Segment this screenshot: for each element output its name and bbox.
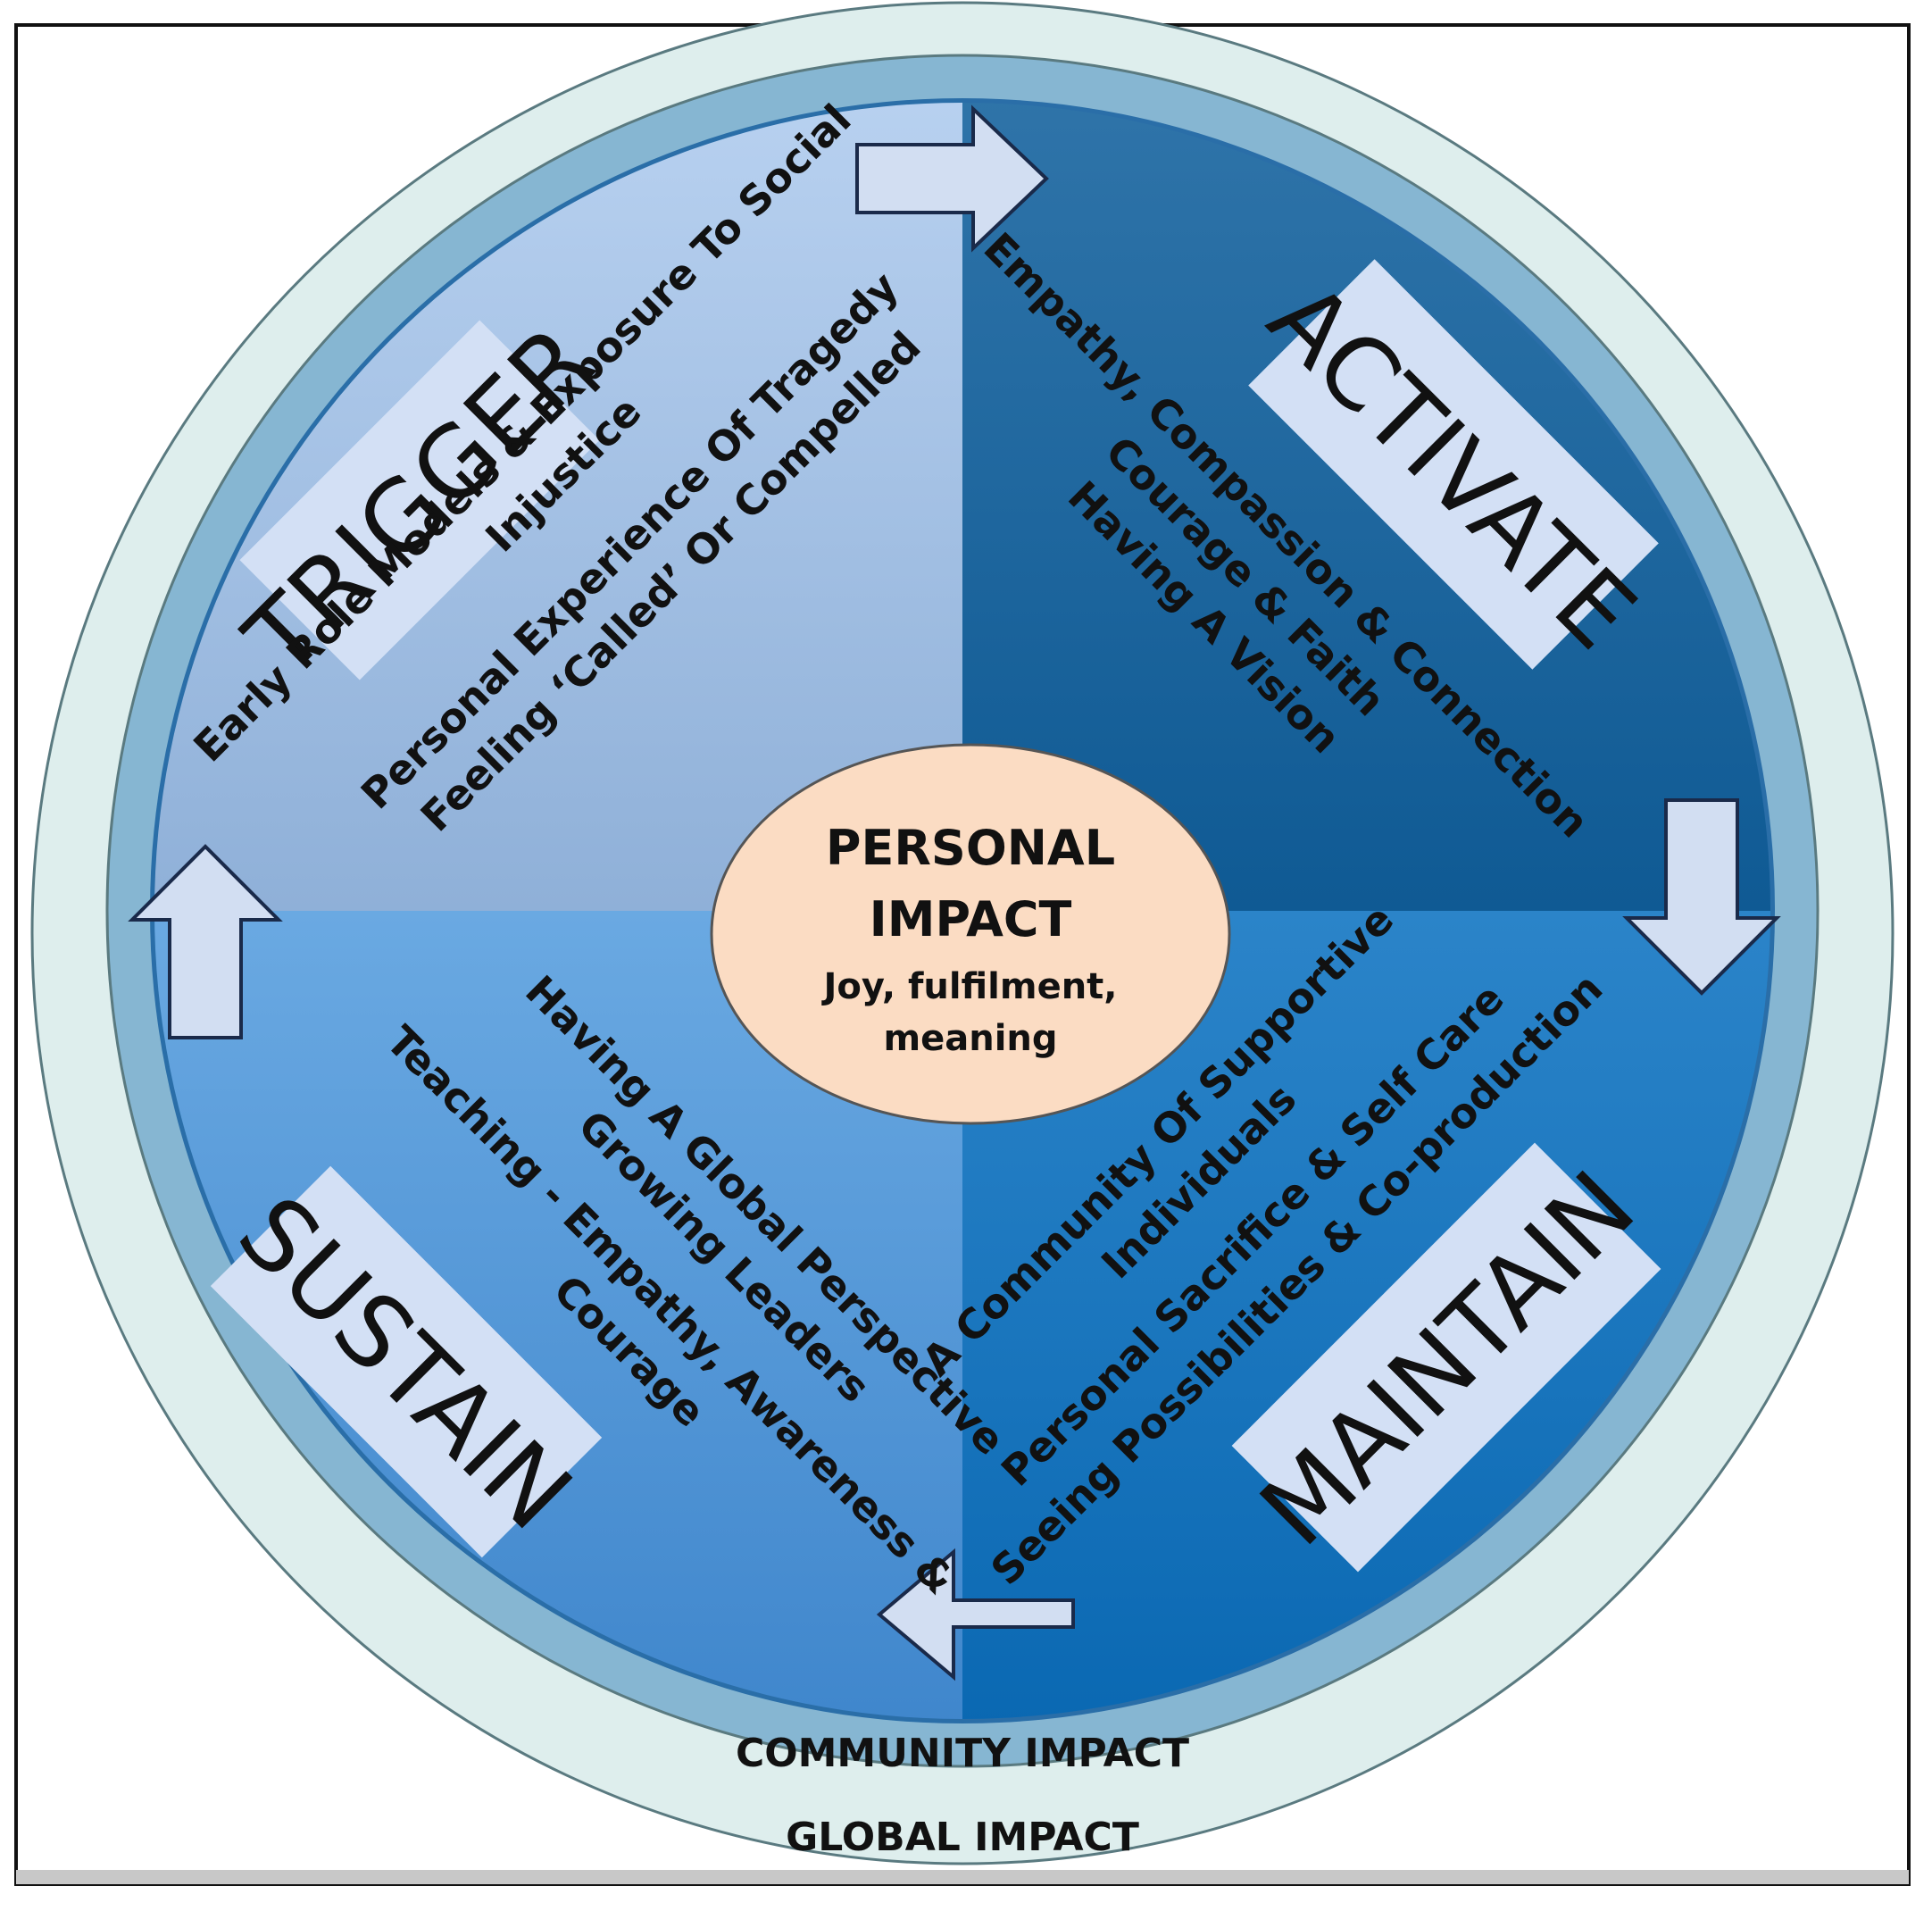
center-ellipse: [710, 743, 1231, 1125]
arrow-left-icon: [876, 1548, 1075, 1682]
arrow-up-icon: [128, 844, 283, 1039]
center-title-line1: PERSONAL: [826, 820, 1115, 876]
arrow-down-icon: [1622, 798, 1781, 996]
center-title-line2: IMPACT: [870, 891, 1072, 947]
personal-impact-center: PERSONAL IMPACT Joy, fulfilment, meaning: [710, 743, 1231, 1125]
frame-bottom-shadow: [16, 1870, 1909, 1884]
arrow-right-icon: [855, 104, 1049, 253]
center-sub-line2: meaning: [883, 1018, 1057, 1059]
global-impact-label: GLOBAL IMPACT: [786, 1815, 1139, 1860]
center-sub-line1: Joy, fulfilment,: [820, 966, 1117, 1007]
community-impact-label: COMMUNITY IMPACT: [736, 1731, 1189, 1776]
